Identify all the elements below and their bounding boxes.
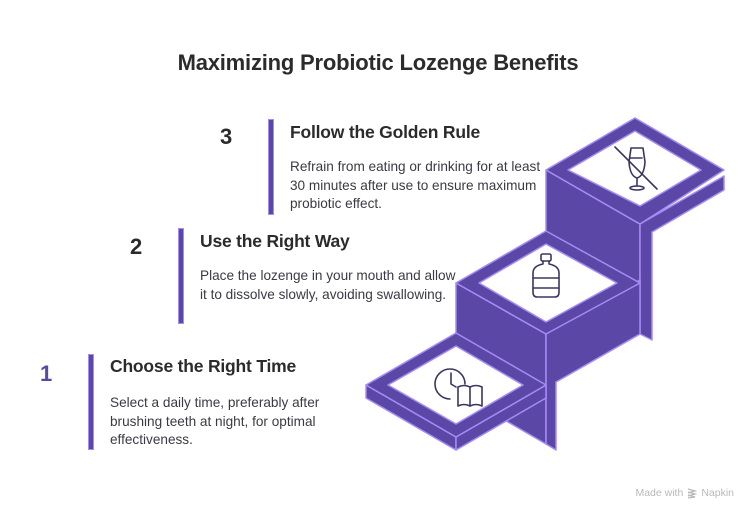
made-with-napkin-badge[interactable]: Made with Napkin [635,487,734,499]
step-heading: Follow the Golden Rule [290,122,481,142]
bottle-icon [532,253,560,298]
page-title: Maximizing Probiotic Lozenge Benefits [177,50,579,75]
no-drink-icon [614,146,658,191]
step-1-top-inner [387,345,524,425]
step-number: 2 [130,234,143,259]
step-2-side-face [545,279,641,451]
step-2-top-inner [478,243,618,323]
napkin-logo-icon [688,487,698,499]
made-with-label: Made with [635,487,684,499]
step-number: 3 [220,124,233,149]
step-divider [268,119,274,215]
step-heading: Choose the Right Time [110,356,297,376]
step-divider [178,228,184,324]
step-number: 1 [40,361,53,386]
step-3-top-inner [567,130,702,207]
step-heading: Use the Right Way [200,231,350,251]
step-description: Place the lozenge in your mouth and allo… [200,268,456,302]
step-description: Select a daily time, preferably after br… [110,395,320,447]
napkin-brand-label: Napkin [701,487,734,499]
step-description: Refrain from eating or drinking for at l… [290,159,541,211]
clock-book-icon [434,368,483,407]
step-divider [88,354,94,450]
